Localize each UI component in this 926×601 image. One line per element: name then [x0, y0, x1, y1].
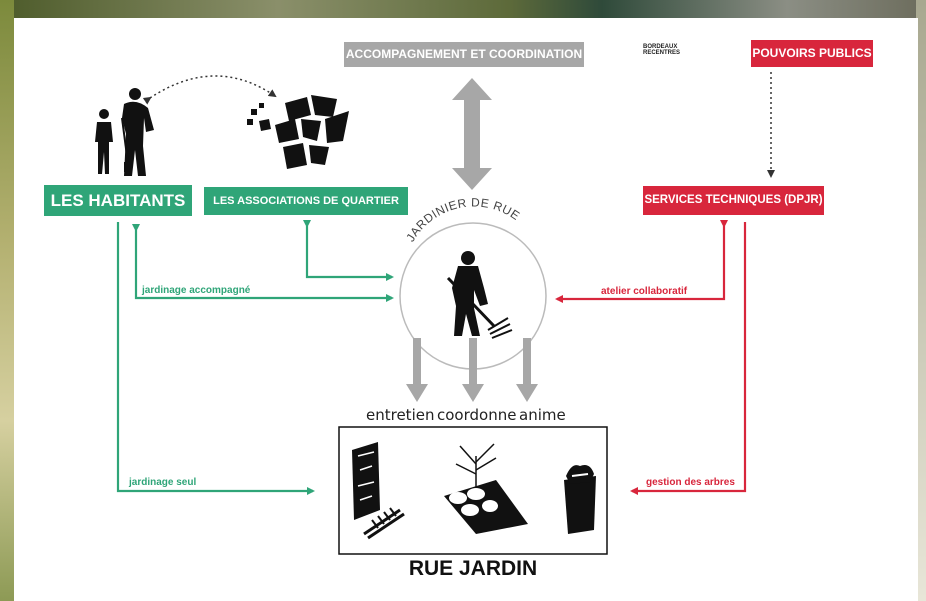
dotted-link-arrow: [142, 75, 277, 105]
action-entretien: entretien: [366, 406, 435, 424]
connector-habitants-to-rue: [116, 222, 315, 495]
node-associations: LES ASSOCIATIONS DE QUARTIER: [204, 187, 408, 215]
edge-jardinage-accompagne: jardinage accompagné: [142, 285, 251, 296]
connector-habitants-to-jardinier: [132, 224, 394, 302]
edge-atelier-collaboratif: atelier collaboratif: [601, 286, 688, 297]
connector-services-to-jardinier: [555, 220, 728, 303]
action-anime: anime: [519, 406, 566, 424]
coordination-double-arrow: [452, 78, 492, 190]
background-photo-right: [916, 0, 926, 601]
planter-icon: [564, 465, 596, 534]
action-coordonne: coordonne: [437, 406, 517, 424]
node-services-techniques: SERVICES TECHNIQUES (DPJR): [643, 186, 824, 215]
node-accompagnement: ACCOMPAGNEMENT ET COORDINATION: [344, 42, 584, 67]
connector-associations-to-jardinier: [303, 220, 394, 281]
logo-bordeaux: BORDEAUX RECENTRES: [643, 44, 681, 56]
node-habitants: LES HABITANTS: [44, 185, 192, 216]
connector-services-to-rue: [630, 222, 747, 495]
raised-bed-icon: [352, 442, 405, 540]
gardener-icon: [446, 251, 513, 339]
node-rue-jardin: RUE JARDIN: [408, 557, 538, 580]
action-arrows: [406, 338, 538, 402]
neighborhood-map-icon: [247, 95, 349, 169]
background-photo-left: [0, 0, 14, 601]
edge-jardinage-seul: jardinage seul: [129, 477, 197, 488]
edge-gestion-arbres: gestion des arbres: [646, 477, 735, 488]
family-icon: [95, 88, 154, 176]
tree-icon: [444, 443, 528, 534]
node-pouvoirs-publics: POUVOIRS PUBLICS: [751, 40, 873, 67]
